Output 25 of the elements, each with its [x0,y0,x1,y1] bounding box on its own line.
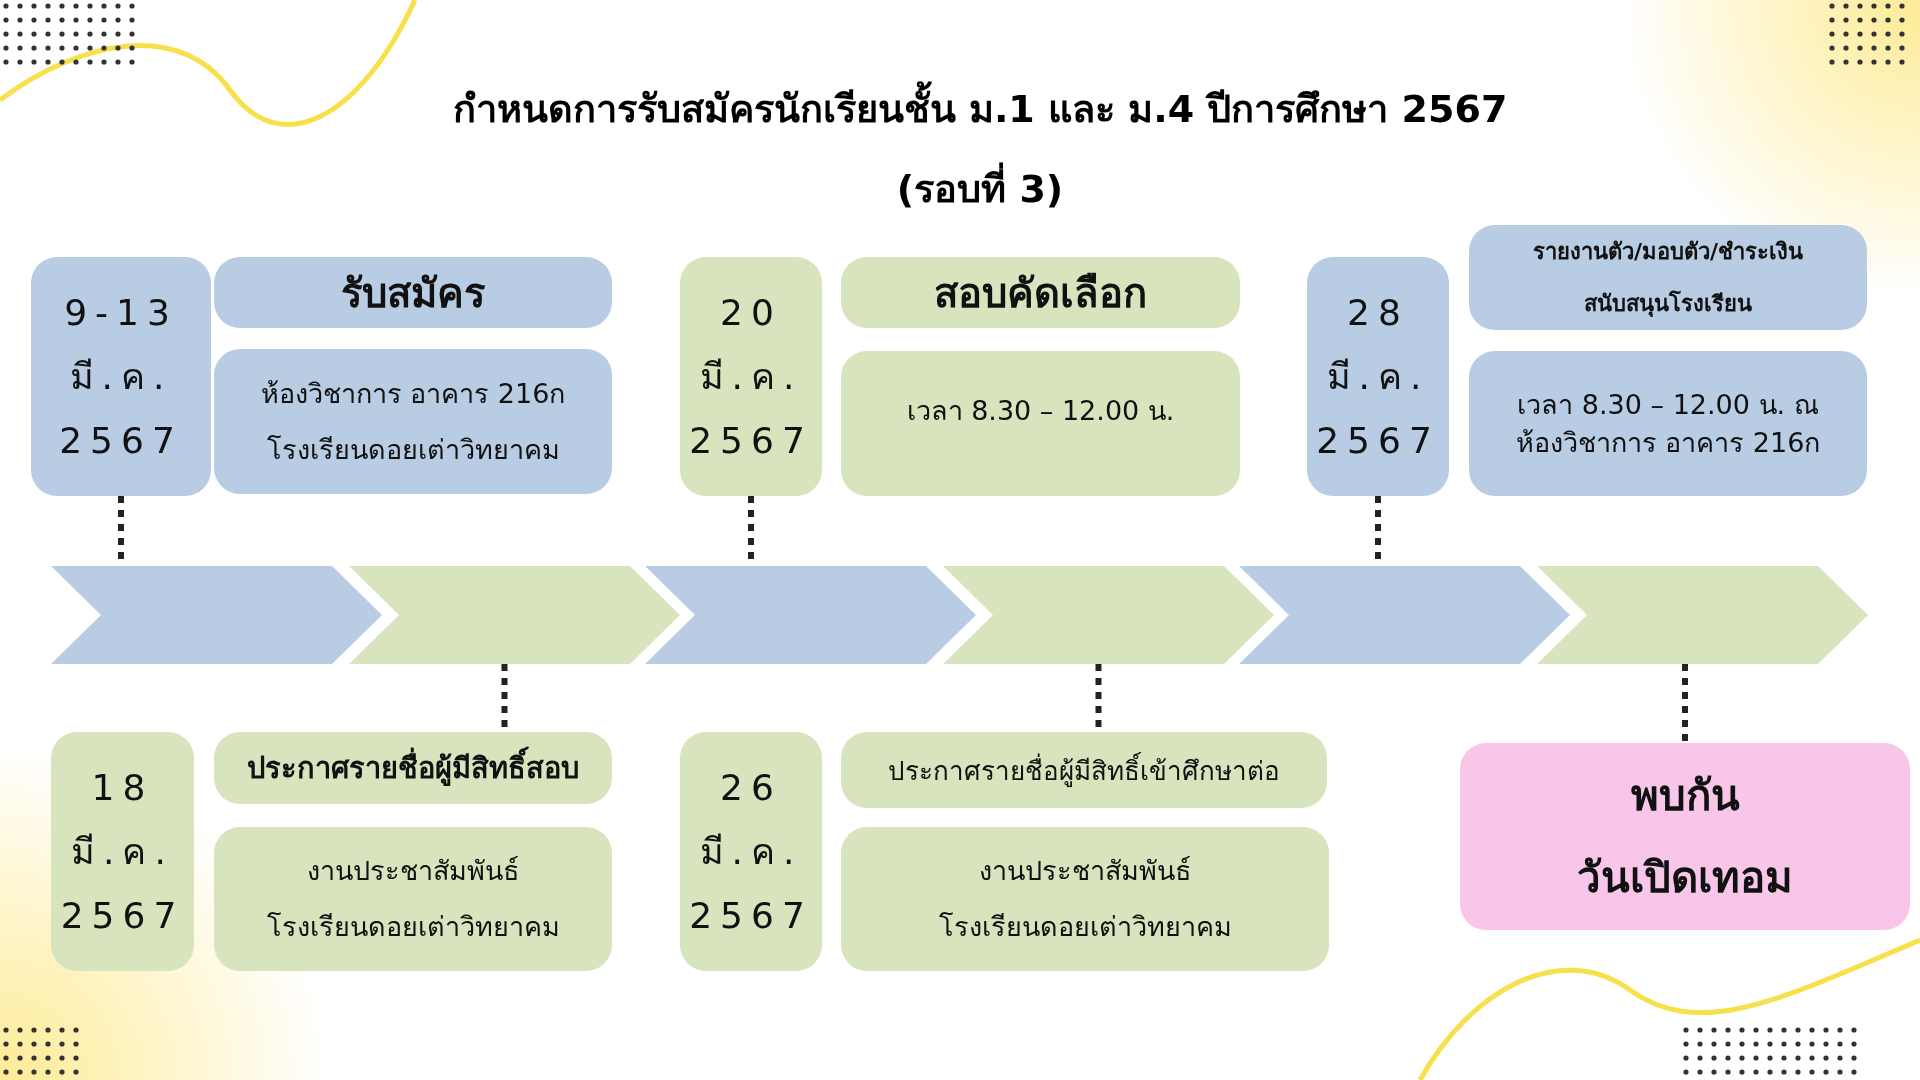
timeline-band [1537,566,1868,664]
detail-box: เวลา 8.30 – 12.00 น. ณ ห้องวิชาการ อาคาร 216ก [1469,351,1867,496]
timeline-band [1239,566,1570,664]
timeline-band [51,566,382,664]
detail-box: เวลา 8.30 – 12.00 น. [841,351,1240,496]
date-box: 18 มี.ค. 2567 [51,732,194,971]
detail-box: งานประชาสัมพันธ์ โรงเรียนดอยเต่าวิทยาคม [214,827,612,971]
timeline-band [349,566,680,664]
heading-box: สอบคัดเลือก [841,257,1240,328]
heading-box: ประกาศรายชื่อผู้มีสิทธิ์สอบ [214,732,612,804]
date-box: 26 มี.ค. 2567 [680,732,822,971]
dotted-connector [1682,664,1688,743]
heading-box: ประกาศรายชื่อผู้มีสิทธิ์เข้าศึกษาต่อ [841,732,1327,808]
heading-box: รายงานตัว/มอบตัว/ชำระเงิน สนับสนุนโรงเรียน [1469,225,1867,330]
date-box: 9-13 มี.ค. 2567 [31,257,211,496]
title: กำหนดการรับสมัครนักเรียนชั้น ม.1 และ ม.4 ปีการศึกษา 2567 [300,78,1660,139]
heading-box: รับสมัคร [214,257,612,328]
date-box: 20 มี.ค. 2567 [680,257,822,496]
detail-box: งานประชาสัมพันธ์ โรงเรียนดอยเต่าวิทยาคม [841,827,1329,971]
detail-box: ห้องวิชาการ อาคาร 216ก โรงเรียนดอยเต่าวิทยาคม [214,349,612,494]
timeline-band [943,566,1274,664]
subtitle: (รอบที่ 3) [760,158,1200,219]
date-box: 28 มี.ค. 2567 [1307,257,1449,496]
timeline-band [645,566,976,664]
event-box: พบกัน วันเปิดเทอม [1460,743,1910,930]
